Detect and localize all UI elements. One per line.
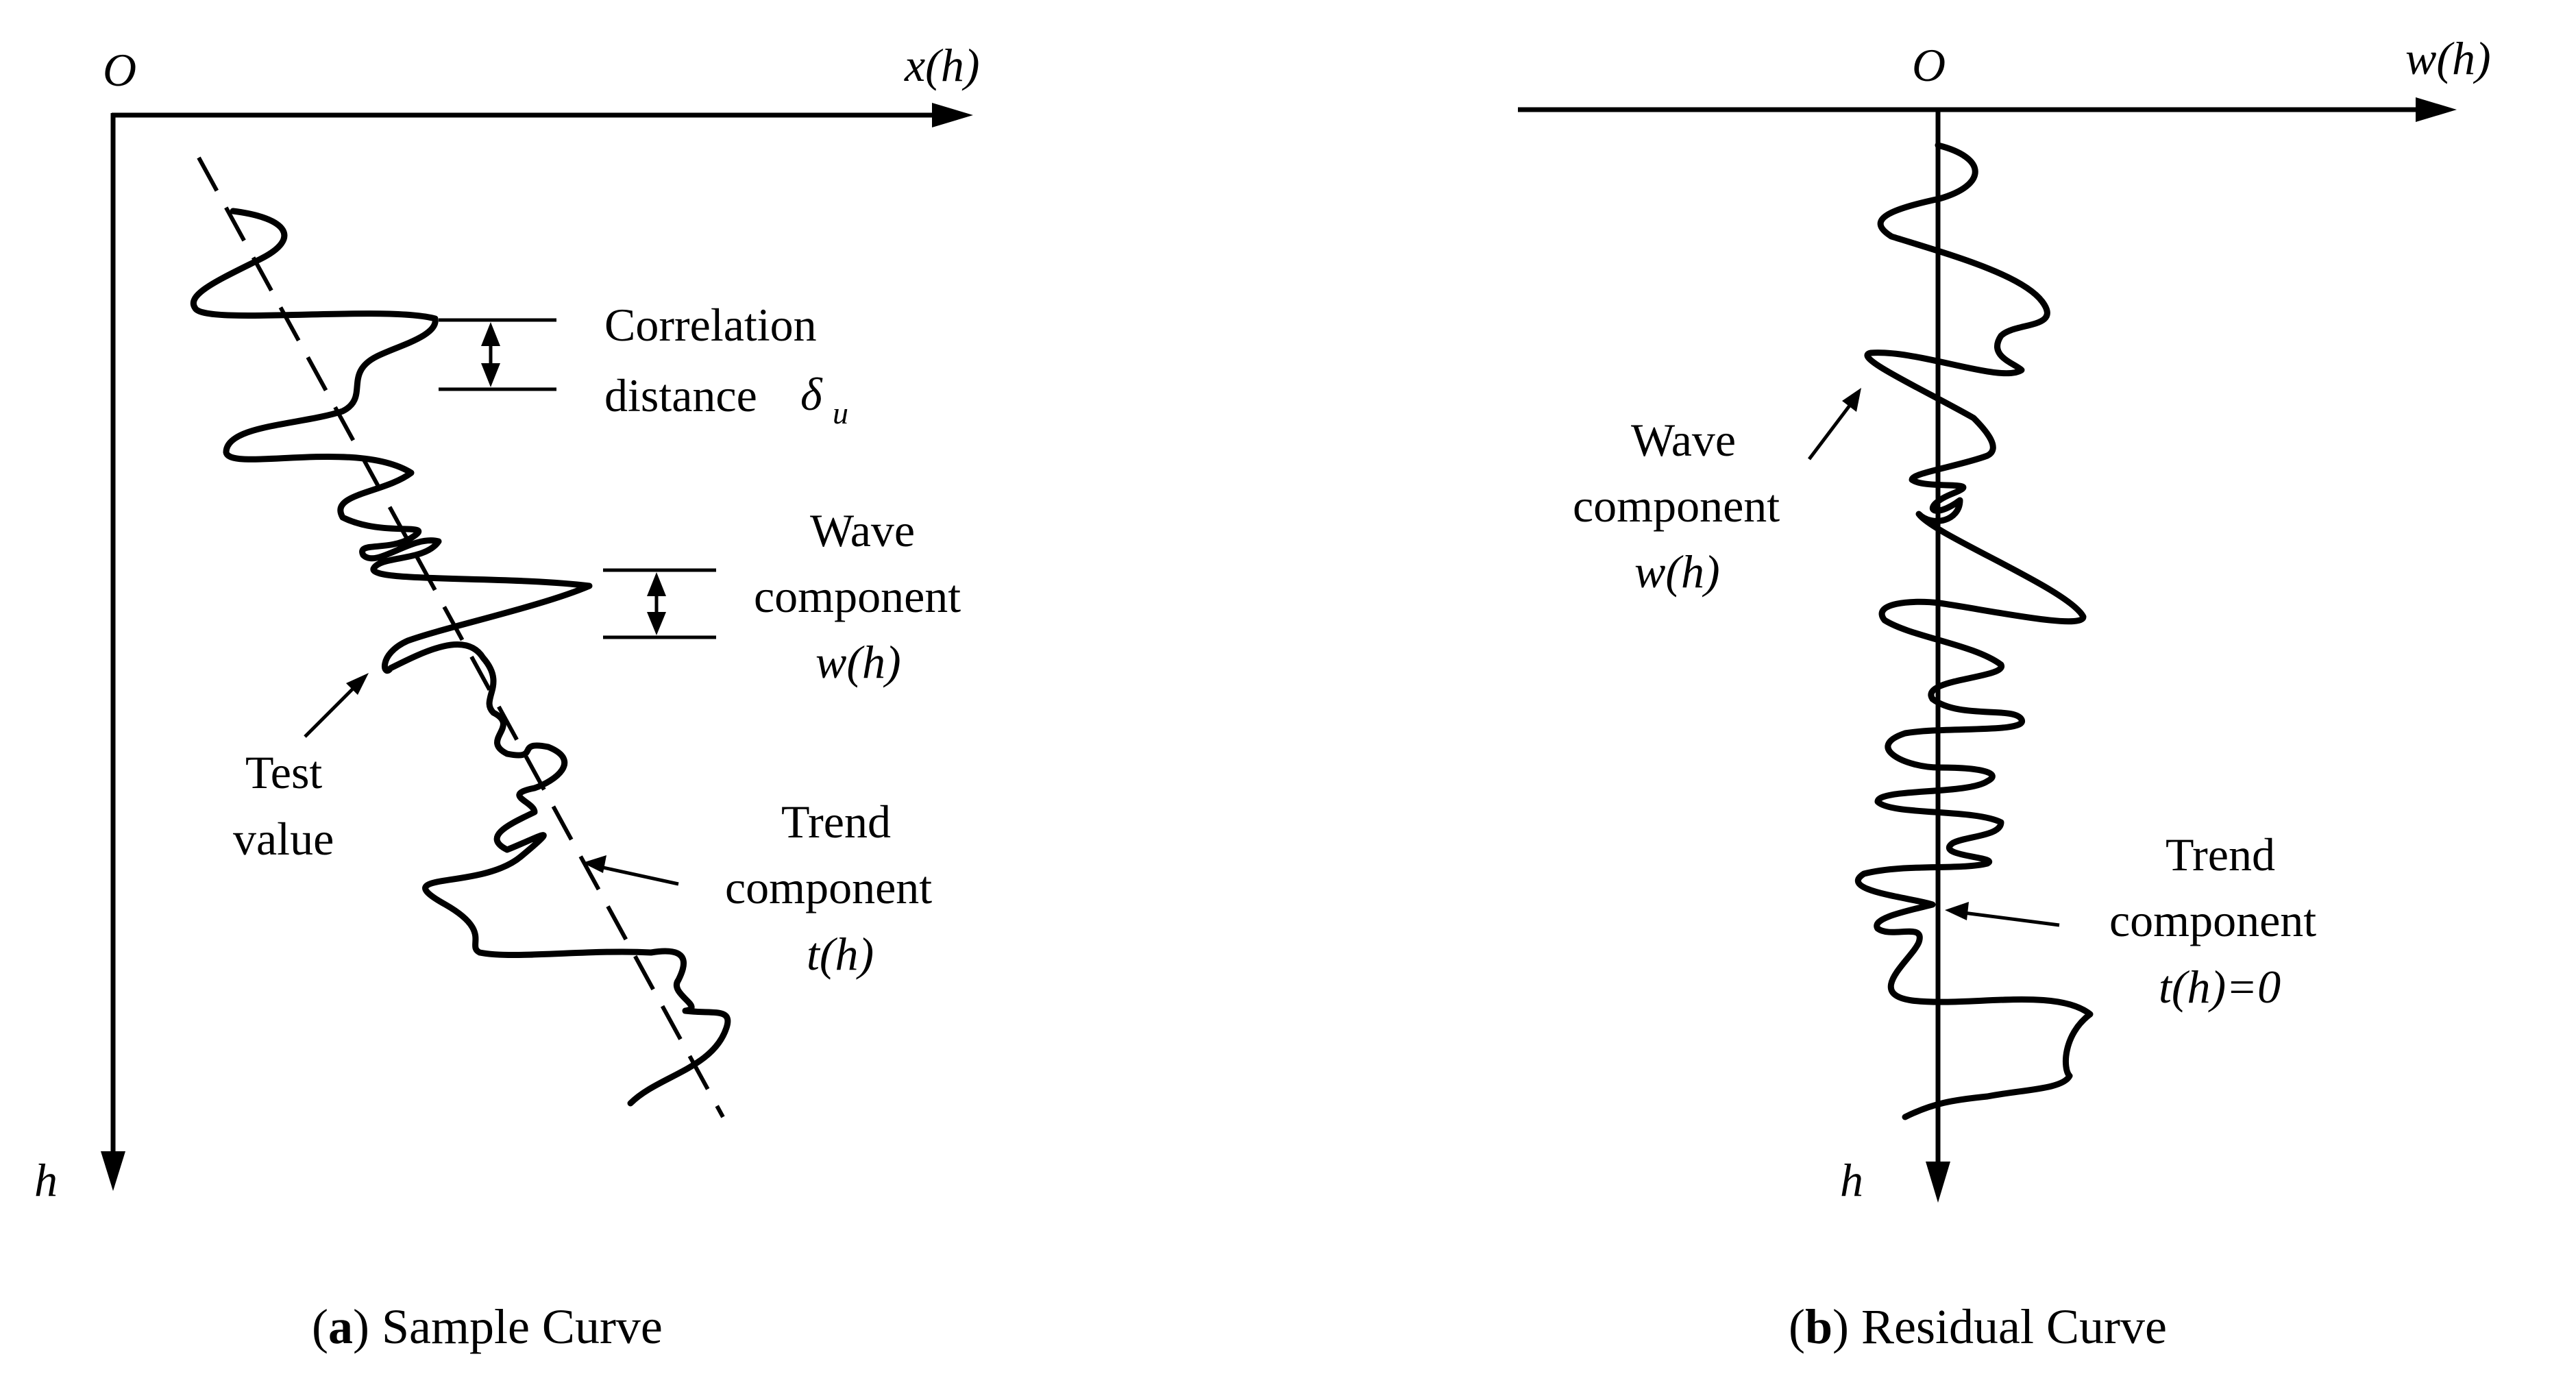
bracket-up-arrowhead xyxy=(481,322,500,346)
panel-a-caption-text: Sample Curve xyxy=(382,1299,663,1354)
panel-a-trend-line1: Trend xyxy=(781,796,891,848)
panel-a-test-arrowhead xyxy=(346,673,369,695)
panel-b-caption: (b) Residual Curve xyxy=(1789,1299,2167,1354)
panel-a-correlation-subscript: u xyxy=(833,395,848,430)
panel-a-correlation-bracket xyxy=(439,318,556,391)
panel-a-trend-arrowhead xyxy=(582,855,606,873)
panel-a-trend-line3: t(h) xyxy=(807,928,874,980)
panel-a-sample-curve xyxy=(190,208,731,1107)
panel-b-trend-arrowhead xyxy=(1945,902,1969,920)
panel-b-caption-text: Residual Curve xyxy=(1861,1299,2167,1354)
bracket-down-arrowhead xyxy=(481,363,500,387)
panel-b-h-arrowhead xyxy=(1926,1162,1950,1203)
panel-b-axes xyxy=(1518,97,2457,1203)
panel-a-wave-line2: component xyxy=(754,570,961,622)
panel-b-wave-line1: Wave xyxy=(1631,414,1736,466)
panel-b-trend-line1: Trend xyxy=(2166,828,2275,881)
panel-a-caption: (a) Sample Curve xyxy=(312,1299,663,1354)
panel-a-wave-line3: w(h) xyxy=(815,636,901,688)
panel-a-caption-letter: a xyxy=(328,1299,353,1354)
panel-a-trend-line2: component xyxy=(725,861,932,913)
panel-a-x-axis-label: x(h) xyxy=(904,39,979,91)
panel-b-trend-arrow xyxy=(1952,909,2060,927)
panel-a-correlation-line2: distance xyxy=(604,369,757,421)
panel-b-wave-arrow xyxy=(1808,396,1857,461)
panel-a-axes xyxy=(101,103,973,1191)
panel-a-h-arrowhead xyxy=(101,1151,125,1191)
panel-b-x-axis-label: w(h) xyxy=(2405,32,2491,84)
panel-b-h-axis-label: h xyxy=(1840,1154,1863,1206)
panel-a-wave-line1: Wave xyxy=(810,504,915,556)
panel-a-x-arrowhead xyxy=(932,103,973,127)
panel-b-origin-label: O xyxy=(1912,39,1946,91)
panel-a-h-axis-label: h xyxy=(34,1154,58,1206)
panel-b-x-arrowhead xyxy=(2416,97,2457,122)
panel-b: O w(h) h Wave component w(h) Trend compo… xyxy=(1518,32,2491,1354)
panel-a-test-line1: Test xyxy=(245,746,322,798)
panel-a-correlation-symbol: δ xyxy=(800,368,823,420)
panel-a-wave-bracket xyxy=(603,568,716,639)
wave-bracket-down-arrowhead xyxy=(647,612,666,635)
wave-bracket-up-arrowhead xyxy=(647,572,666,596)
panel-a-origin-label: O xyxy=(103,44,136,96)
panel-b-wave-line2: component xyxy=(1573,480,1780,532)
panel-a: O x(h) h Correlation distance δ u Wave c… xyxy=(34,39,979,1354)
panel-b-trend-line2: component xyxy=(2109,894,2316,946)
panel-b-trend-line3: t(h)=0 xyxy=(2159,961,2281,1013)
panel-a-test-line2: value xyxy=(233,813,334,865)
panel-b-caption-letter: b xyxy=(1805,1299,1832,1354)
panel-a-trend-arrow xyxy=(590,863,679,886)
panel-b-wave-arrowhead xyxy=(1842,388,1861,412)
panel-a-correlation-line1: Correlation xyxy=(604,299,817,351)
panel-b-residual-curve xyxy=(1854,142,2094,1120)
panel-b-wave-line3: w(h) xyxy=(1634,545,1720,598)
